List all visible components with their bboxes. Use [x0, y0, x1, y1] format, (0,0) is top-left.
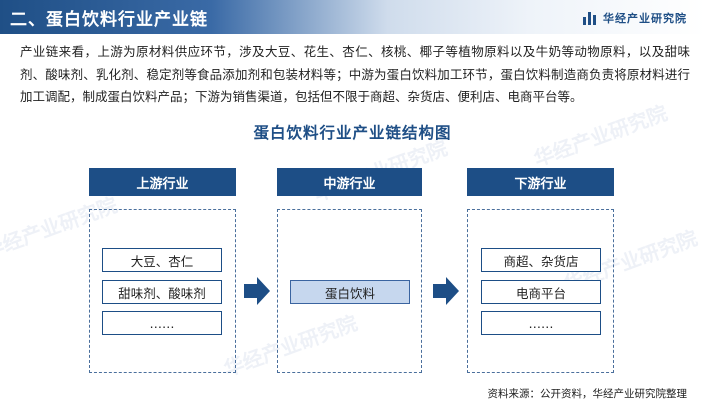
arrow-right-icon: [244, 277, 270, 305]
midstream-header: 中游行业: [277, 168, 422, 196]
downstream-item: 商超、杂货店: [481, 248, 601, 272]
upstream-item: 大豆、杏仁: [102, 248, 222, 272]
header-bar: 二、蛋白饮料行业产业链 华经产业研究院: [0, 0, 705, 34]
midstream-item: 蛋白饮料: [290, 280, 410, 304]
intro-paragraph: 产业链来看，上游为原材料供应环节，涉及大豆、花生、杏仁、核桃、椰子等植物原料以及…: [20, 44, 690, 104]
arrow-right-icon: [433, 277, 459, 305]
section-title: 二、蛋白饮料行业产业链: [10, 10, 208, 30]
source-note: 资料来源：公开资料，华经产业研究院整理: [487, 388, 688, 400]
upstream-box: [89, 209, 236, 373]
downstream-box: [467, 209, 614, 373]
brand-logo-icon: [583, 11, 597, 25]
upstream-item: 甜味剂、酸味剂: [102, 280, 222, 304]
brand: 华经产业研究院: [583, 10, 687, 26]
diagram-title: 蛋白饮料行业产业链结构图: [253, 124, 452, 142]
brand-name: 华经产业研究院: [603, 12, 687, 25]
upstream-item: ……: [102, 311, 222, 335]
downstream-header: 下游行业: [467, 168, 614, 196]
downstream-item: 电商平台: [481, 280, 601, 304]
midstream-box: [277, 209, 422, 373]
downstream-item: ……: [481, 311, 601, 335]
upstream-header: 上游行业: [89, 168, 236, 196]
